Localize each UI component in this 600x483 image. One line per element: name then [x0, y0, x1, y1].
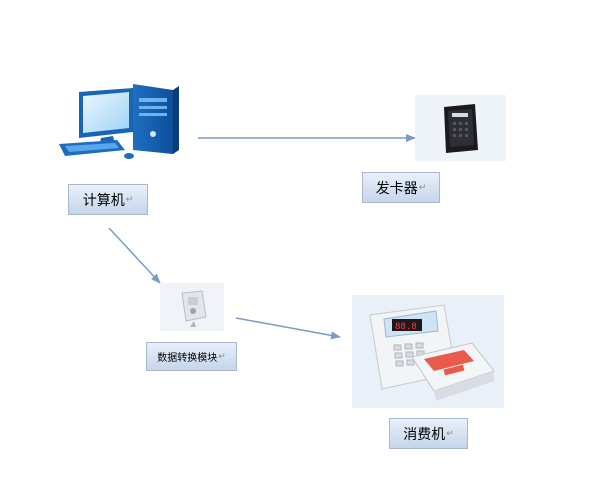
svg-text:88.8: 88.8 — [395, 322, 417, 332]
card-issuer-label-text: 发卡器 — [375, 180, 418, 197]
return-mark-icon: ↵ — [125, 194, 134, 205]
data-converter-label: 数据转换模块↵ — [146, 342, 237, 371]
pos-terminal-icon: 88.8 — [352, 295, 504, 408]
card-issuer-label: 发卡器↵ — [362, 172, 440, 203]
return-mark-icon: ↵ — [446, 428, 454, 439]
arrow-converter-to-pos — [235, 317, 341, 340]
pos-terminal-label-text: 消费机 — [403, 426, 446, 443]
return-mark-icon: ↵ — [218, 351, 226, 362]
arrow-computer-to-converter — [108, 227, 161, 284]
return-mark-icon: ↵ — [418, 182, 427, 193]
computer-label: 计算机↵ — [68, 184, 148, 215]
card-reader-icon — [415, 95, 506, 161]
usb-converter-icon — [160, 283, 224, 331]
computer-label-text: 计算机 — [82, 192, 125, 209]
pos-terminal-label: 消费机↵ — [389, 418, 468, 449]
desktop-computer-icon — [59, 84, 179, 159]
data-converter-label-text: 数据转换模块 — [157, 353, 218, 364]
